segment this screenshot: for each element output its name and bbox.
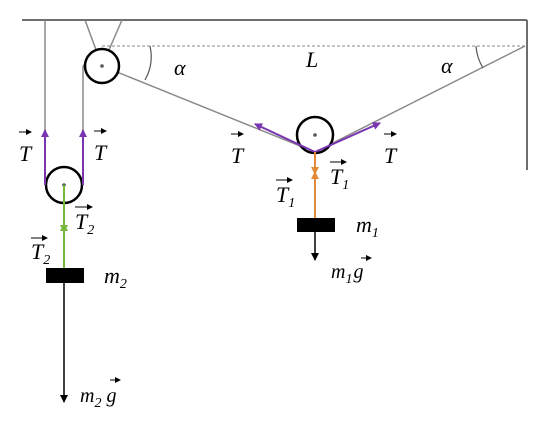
top-pulley xyxy=(83,47,121,85)
mass-block-m2 xyxy=(46,268,84,283)
tension-T2-label-left: T2 xyxy=(31,239,50,268)
tension-T-label-2: T xyxy=(94,140,108,165)
mass-block-m1 xyxy=(297,218,335,232)
length-label: L xyxy=(305,47,318,72)
tension-T1-label-right: T1 xyxy=(330,164,349,193)
mass-label-m1: m1 xyxy=(356,212,379,241)
tension-T-arrow-left-incline xyxy=(254,123,316,153)
tension-T-label-3: T xyxy=(231,143,245,168)
tension-T1-label-left: T1 xyxy=(276,182,295,211)
tension-T2-label-right: T2 xyxy=(75,209,94,238)
tension-T-label-1: T xyxy=(19,141,33,166)
angle-arc-left xyxy=(144,45,152,81)
weight-label-m1: m1g xyxy=(331,261,363,287)
mass-label-m2: m2 xyxy=(104,263,127,292)
rope xyxy=(82,45,526,185)
tension-T-arrow-right-incline xyxy=(314,122,381,153)
support-frame xyxy=(22,19,528,170)
angle-label-left: α xyxy=(174,55,186,80)
vector-overbars xyxy=(19,128,397,383)
movable-pulley-1 xyxy=(295,115,335,155)
angle-arc-right xyxy=(475,45,484,69)
tension-T-label-4: T xyxy=(384,143,398,168)
angle-label-right: α xyxy=(441,53,453,78)
